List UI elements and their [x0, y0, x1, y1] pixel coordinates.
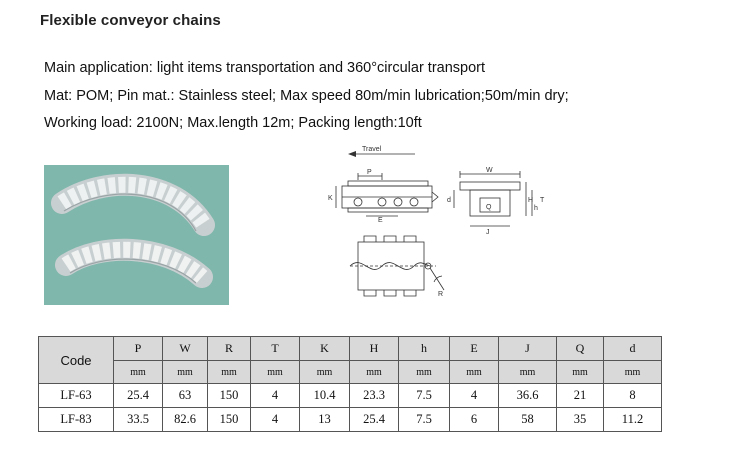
col-header-p: P — [113, 336, 163, 361]
dim-label-w: W — [486, 167, 493, 174]
unit-cell: mm — [449, 360, 499, 384]
spec-application: Main application: light items transporta… — [44, 60, 486, 76]
dim-label-q: Q — [486, 204, 492, 211]
cell-h: 25.4 — [349, 407, 399, 432]
cell-j: 36.6 — [498, 383, 557, 408]
table-units-row: mm mm mm mm mm mm mm mm mm mm mm — [39, 360, 662, 384]
cell-d: 8 — [603, 383, 662, 408]
chain-photo-illustration — [44, 165, 229, 305]
col-header-e: E — [449, 336, 499, 361]
dim-label-h: H — [528, 197, 533, 204]
spec-table: Code P W R T K H h E J Q d mm mm mm mm m… — [38, 336, 662, 432]
cell-d: 11.2 — [603, 407, 662, 432]
dim-label-d: d — [447, 197, 451, 204]
cell-q: 21 — [556, 383, 604, 408]
dim-label-small-h: h — [534, 205, 538, 212]
unit-cell: mm — [162, 360, 208, 384]
travel-label: Travel — [362, 146, 382, 153]
cell-j: 58 — [498, 407, 557, 432]
spec-list: Main application: light items transporta… — [44, 55, 724, 138]
table-header-row: Code P W R T K H h E J Q d — [38, 336, 662, 384]
spec-material: Mat: POM; Pin mat.: Stainless steel; Max… — [44, 87, 569, 104]
cell-e: 6 — [449, 407, 499, 432]
cell-h: 23.3 — [349, 383, 399, 408]
dim-label-r: R — [438, 291, 443, 298]
col-header-k: K — [299, 336, 350, 361]
cell-k: 10.4 — [299, 383, 350, 408]
cell-small-h: 7.5 — [398, 407, 450, 432]
technical-drawing: Travel P E K — [320, 140, 550, 310]
col-header-small-h: h — [398, 336, 450, 361]
row-code: LF-83 — [38, 407, 114, 432]
unit-cell: mm — [299, 360, 350, 384]
cell-k: 13 — [299, 407, 350, 432]
cell-r: 150 — [207, 383, 251, 408]
col-header-h: H — [349, 336, 399, 361]
col-header-q: Q — [556, 336, 604, 361]
chain-dimension-drawing: Travel P E K — [328, 146, 545, 298]
col-header-j: J — [498, 336, 557, 361]
page-title: Flexible conveyor chains — [40, 12, 221, 29]
col-header-w: W — [162, 336, 208, 361]
spec-load: Working load: 2100N; Max.length 12m; Pac… — [44, 115, 422, 131]
dim-label-e: E — [378, 217, 383, 224]
dim-label-t: T — [540, 197, 545, 204]
table-row: LF-63 25.4 63 150 4 10.4 23.3 7.5 4 36.6… — [38, 383, 662, 408]
cell-w: 82.6 — [162, 407, 208, 432]
unit-cell: mm — [207, 360, 251, 384]
unit-cell: mm — [603, 360, 662, 384]
col-header-r: R — [207, 336, 251, 361]
unit-cell: mm — [398, 360, 450, 384]
cell-t: 4 — [250, 383, 300, 408]
cell-small-h: 7.5 — [398, 383, 450, 408]
code-header: Code — [38, 336, 114, 384]
unit-cell: mm — [498, 360, 557, 384]
dim-label-j: J — [486, 229, 490, 236]
cell-q: 35 — [556, 407, 604, 432]
cell-w: 63 — [162, 383, 208, 408]
table-row: LF-83 33.5 82.6 150 4 13 25.4 7.5 6 58 3… — [38, 407, 662, 432]
col-header-t: T — [250, 336, 300, 361]
dim-label-p: P — [367, 169, 372, 176]
unit-cell: mm — [349, 360, 399, 384]
unit-cell: mm — [250, 360, 300, 384]
unit-cell: mm — [113, 360, 163, 384]
cell-p: 33.5 — [113, 407, 163, 432]
cell-e: 4 — [449, 383, 499, 408]
col-header-d: d — [603, 336, 662, 361]
dim-label-k: K — [328, 195, 333, 202]
cell-t: 4 — [250, 407, 300, 432]
unit-cell: mm — [556, 360, 604, 384]
cell-p: 25.4 — [113, 383, 163, 408]
row-code: LF-63 — [38, 383, 114, 408]
cell-r: 150 — [207, 407, 251, 432]
product-photo — [44, 165, 229, 305]
